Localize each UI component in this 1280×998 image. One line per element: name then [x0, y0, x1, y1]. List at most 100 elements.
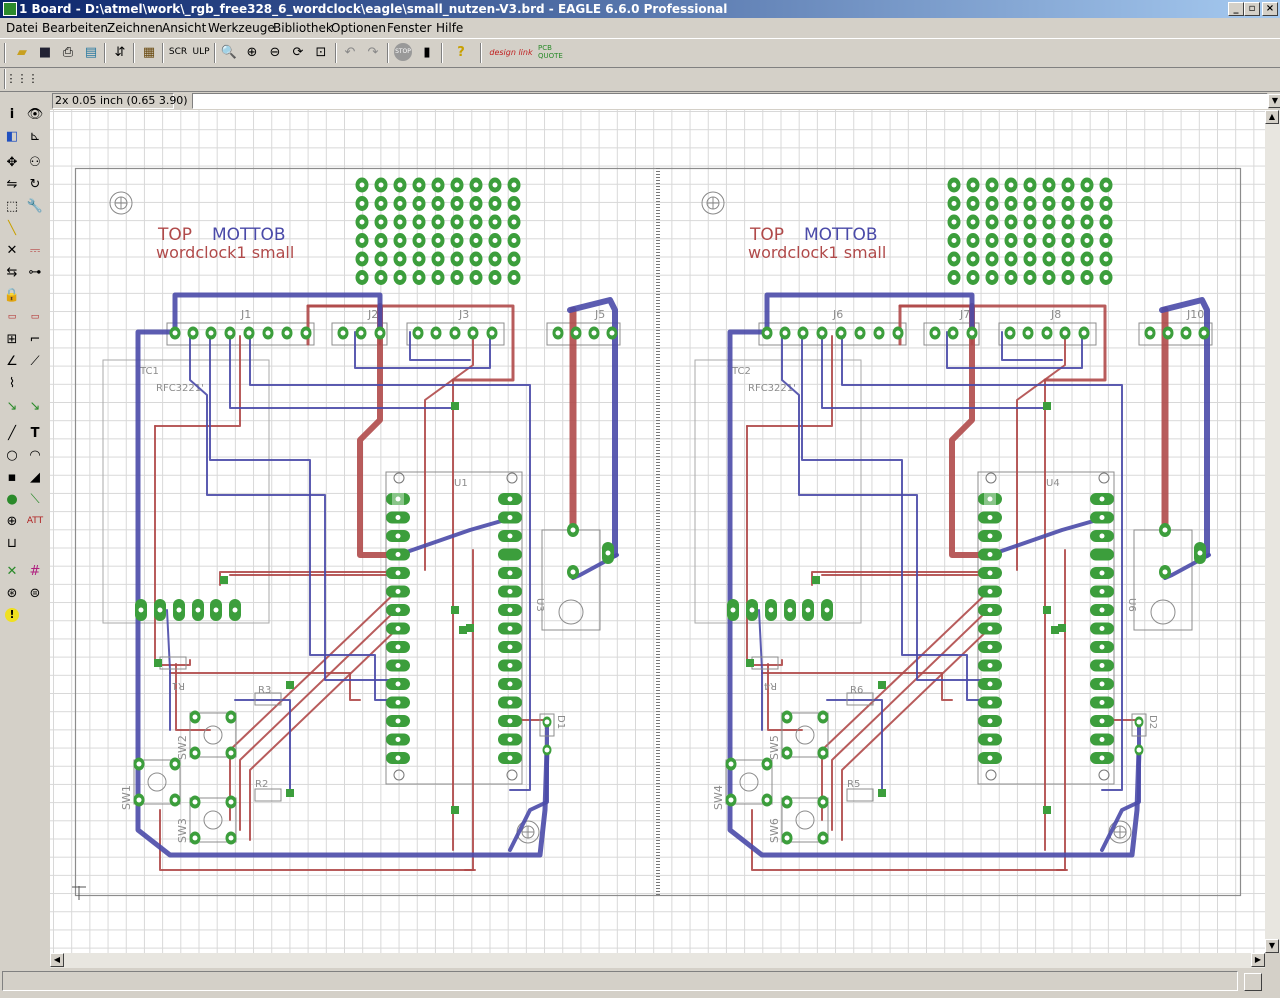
- erc-tool[interactable]: !: [2, 605, 22, 625]
- move-tool[interactable]: ✥: [2, 152, 22, 172]
- diode-pad-drill: [544, 719, 550, 725]
- cam-button[interactable]: ▤: [81, 42, 101, 62]
- circle-tool[interactable]: ○: [2, 445, 22, 465]
- copy-tool[interactable]: ⚇: [25, 152, 45, 172]
- zoom-out-button[interactable]: ⊖: [265, 42, 285, 62]
- redo-button[interactable]: ↷: [363, 42, 383, 62]
- autorouter-tool[interactable]: #: [25, 561, 45, 581]
- ulp-button[interactable]: ULP: [191, 42, 211, 62]
- miter-tool[interactable]: ⌐: [25, 329, 45, 349]
- wire-tool[interactable]: ╱: [2, 423, 22, 443]
- undo-button[interactable]: ↶: [340, 42, 360, 62]
- delete-tool[interactable]: ✕: [2, 240, 22, 260]
- rotate-tool[interactable]: ↻: [25, 174, 45, 194]
- help-button[interactable]: ?: [451, 42, 471, 62]
- paste-tool[interactable]: ╲: [2, 218, 22, 238]
- menu-fenster[interactable]: Fenster: [387, 21, 432, 35]
- zoom-in-button[interactable]: ⊕: [242, 42, 262, 62]
- smash-tool[interactable]: ⊞: [2, 329, 22, 349]
- pcb-quote-button[interactable]: PCB QUOTE: [538, 42, 576, 62]
- stop-status-button[interactable]: [1244, 973, 1262, 991]
- zoom-select-button[interactable]: ⊡: [311, 42, 331, 62]
- menu-bibliothek[interactable]: Bibliothek: [273, 21, 333, 35]
- dimension-tool[interactable]: ⊔: [2, 533, 22, 553]
- save-button[interactable]: ■: [35, 42, 55, 62]
- close-button[interactable]: ×: [1262, 2, 1278, 16]
- scroll-up-arrow[interactable]: ▲: [1265, 110, 1279, 124]
- text-tool[interactable]: T: [25, 423, 45, 443]
- show-tool[interactable]: 👁: [25, 104, 45, 124]
- menu-zeichnen[interactable]: Zeichnen: [107, 21, 163, 35]
- menu-datei[interactable]: Datei: [6, 21, 39, 35]
- scroll-down-arrow[interactable]: ▼: [1265, 939, 1279, 953]
- group-tool[interactable]: ⬚: [2, 196, 22, 216]
- zoom-fit-button[interactable]: 🔍: [219, 42, 239, 62]
- proto-pad-drill: [378, 182, 384, 188]
- minimize-button[interactable]: _: [1228, 2, 1244, 16]
- info-tool[interactable]: i: [2, 104, 22, 124]
- lock-icon: 🔒: [3, 287, 21, 303]
- redraw-button[interactable]: ⟳: [288, 42, 308, 62]
- schematic-board-switch-button[interactable]: ⇵: [110, 42, 130, 62]
- proto-pad-drill: [970, 201, 976, 206]
- use-library-button[interactable]: ▦: [139, 42, 159, 62]
- hole-tool[interactable]: ⊕: [2, 511, 22, 531]
- script-button[interactable]: SCR: [168, 42, 188, 62]
- mcu-label: U4: [1046, 478, 1060, 489]
- scroll-left-arrow[interactable]: ◀: [50, 953, 64, 967]
- attribute-tool[interactable]: ATT: [25, 511, 45, 531]
- add-tool[interactable]: ⎓: [25, 240, 45, 260]
- mark-tool[interactable]: ⊾: [25, 126, 45, 146]
- name-tool[interactable]: ▭: [2, 307, 22, 327]
- change-tool[interactable]: 🔧: [25, 196, 45, 216]
- menu-ansicht[interactable]: Ansicht: [162, 21, 207, 35]
- polygon-tool[interactable]: ◢: [25, 467, 45, 487]
- bottom-trace: [746, 335, 833, 427]
- arc-tool[interactable]: ◠: [25, 445, 45, 465]
- print-button[interactable]: ⎙: [58, 42, 78, 62]
- mirror-tool[interactable]: ⇋: [2, 174, 22, 194]
- proto-pad-drill: [1103, 201, 1109, 206]
- top-label: TOP: [157, 225, 192, 245]
- stop-icon: STOP: [393, 42, 413, 62]
- ratsnest-tool[interactable]: ✕: [2, 561, 22, 581]
- grid-button[interactable]: ⋮⋮⋮: [6, 68, 39, 88]
- proto-pad-drill: [492, 219, 498, 225]
- lock-tool[interactable]: 🔒: [2, 285, 22, 305]
- errors-tool[interactable]: ⊜: [25, 583, 45, 603]
- stop-button[interactable]: STOP: [393, 42, 413, 62]
- replace-tool[interactable]: ⇆: [2, 262, 22, 282]
- split-tool[interactable]: ∠: [2, 351, 22, 371]
- command-line-input[interactable]: [192, 93, 1268, 109]
- maximize-button[interactable]: ▫: [1244, 2, 1260, 16]
- route-tool[interactable]: ↘: [2, 396, 22, 416]
- menu-hilfe[interactable]: Hilfe: [436, 21, 464, 35]
- display-tool[interactable]: ◧: [2, 126, 22, 146]
- menu-optionen[interactable]: Optionen: [331, 21, 387, 35]
- go-button[interactable]: ▮: [417, 42, 437, 62]
- resistor-body: [846, 788, 874, 802]
- switch-label: SW1: [120, 785, 133, 810]
- header-pad-drill: [415, 330, 421, 336]
- menu-werkzeuge[interactable]: Werkzeuge: [208, 21, 275, 35]
- optimize-tool[interactable]: ⟋: [25, 351, 45, 371]
- via-tool[interactable]: ●: [2, 489, 22, 509]
- vertical-scrollbar[interactable]: ▲ ▼: [1265, 110, 1280, 953]
- app-icon[interactable]: [3, 2, 17, 16]
- meander-tool[interactable]: ⌇: [2, 373, 22, 393]
- pinswap-tool[interactable]: ⊶: [25, 262, 45, 282]
- scroll-right-arrow[interactable]: ▶: [1251, 953, 1265, 967]
- open-button[interactable]: ▰: [12, 42, 32, 62]
- value-tool[interactable]: ▭: [25, 307, 45, 327]
- rect-tool[interactable]: ▪: [2, 467, 22, 487]
- proto-pad-drill: [1084, 182, 1090, 188]
- ripup-tool[interactable]: ↘: [25, 396, 45, 416]
- menu-bearbeiten[interactable]: Bearbeiten: [42, 21, 108, 35]
- design-link-button[interactable]: design link: [488, 42, 534, 62]
- signal-tool[interactable]: ⟍: [25, 489, 45, 509]
- horizontal-scrollbar[interactable]: ◀ ▶: [50, 953, 1265, 968]
- drc-tool[interactable]: ⊛: [2, 583, 22, 603]
- command-history-dropdown[interactable]: ▼: [1268, 94, 1280, 108]
